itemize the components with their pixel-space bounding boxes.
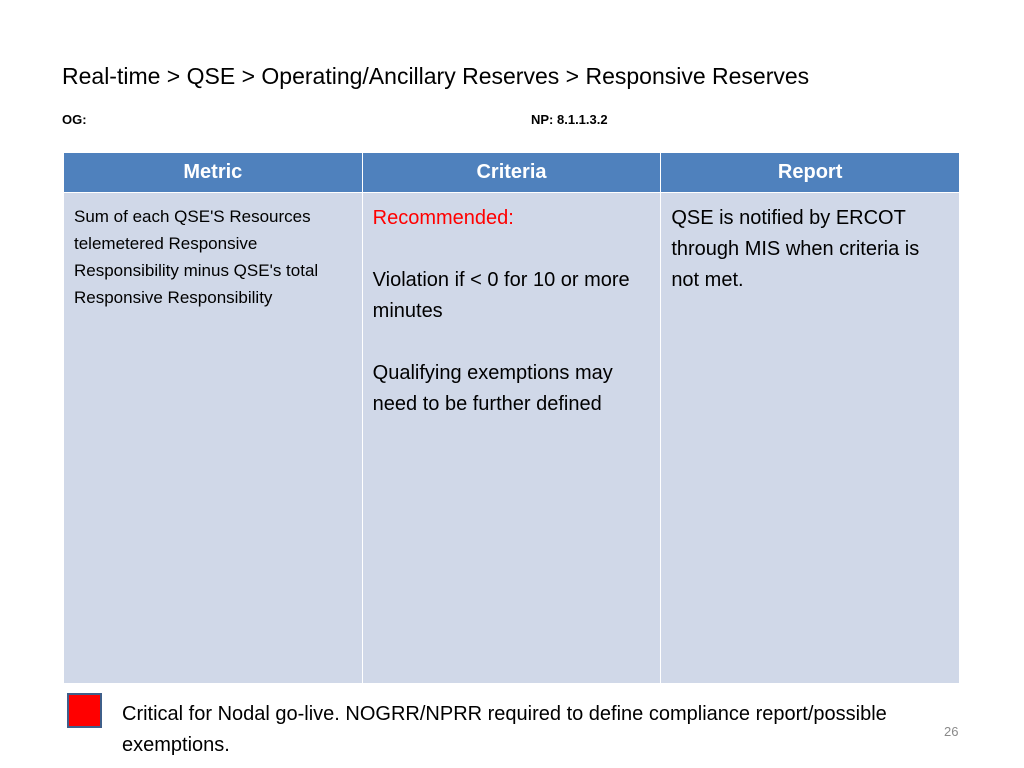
slide-number: 26 bbox=[944, 724, 959, 739]
table-header-row: Metric Criteria Report bbox=[63, 152, 960, 193]
recommended-label: Recommended: bbox=[372, 207, 514, 229]
metrics-table: Metric Criteria Report Sum of each QSE'S… bbox=[63, 152, 960, 684]
np-label: NP: 8.1.1.3.2 bbox=[531, 112, 608, 127]
header-report: Report bbox=[660, 152, 960, 193]
header-criteria: Criteria bbox=[361, 152, 662, 193]
slide-title: Real-time > QSE > Operating/Ancillary Re… bbox=[62, 63, 810, 89]
legend-text: Critical for Nodal go-live. NOGRR/NPRR r… bbox=[122, 703, 887, 756]
metric-cell: Sum of each QSE'S Resources telemetered … bbox=[63, 192, 363, 684]
violation-text: Violation if < 0 for 10 or more minutes bbox=[372, 269, 630, 322]
criteria-cell: Recommended: Violation if < 0 for 10 or … bbox=[361, 192, 662, 684]
exemptions-text: Qualifying exemptions may need to be fur… bbox=[372, 362, 613, 415]
table-row: Sum of each QSE'S Resources telemetered … bbox=[63, 192, 960, 684]
report-cell: QSE is notified by ERCOT through MIS whe… bbox=[660, 192, 960, 684]
header-metric: Metric bbox=[63, 152, 363, 193]
og-label: OG: bbox=[62, 112, 87, 127]
critical-legend-swatch bbox=[67, 693, 102, 728]
